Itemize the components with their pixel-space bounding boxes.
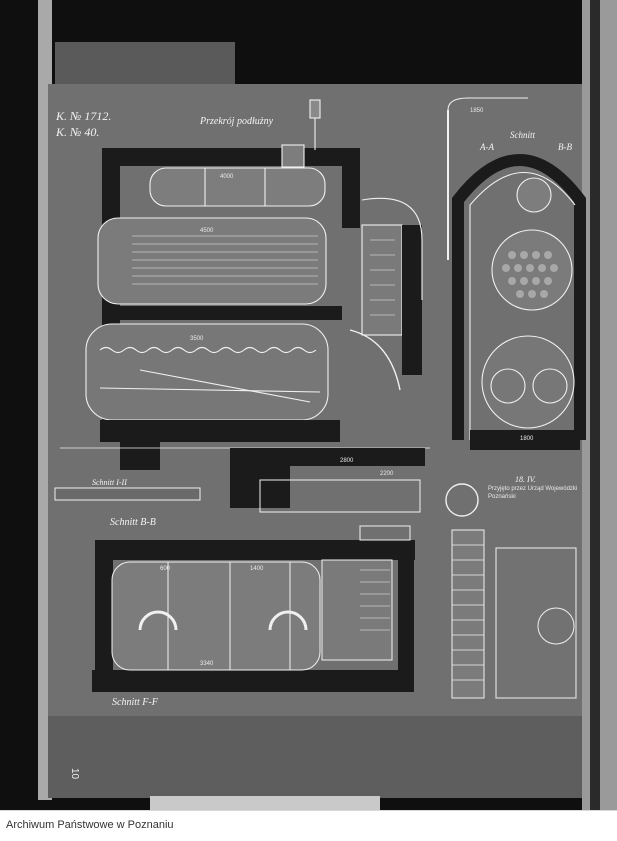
edge-number: 10 <box>69 768 80 780</box>
stamp-sub: Poznański <box>488 494 516 500</box>
stamp-date: 18. IV. <box>515 475 536 484</box>
label-left-mid: Schnitt I-II <box>92 478 127 487</box>
label-schnitt-top: Schnitt <box>510 130 535 140</box>
drawing-title: Przekrój podłużny <box>199 116 274 127</box>
side-elevation <box>445 483 577 699</box>
section-ff <box>92 525 415 692</box>
archive-footer: Archiwum Państwowe w Poznaniu <box>0 810 617 841</box>
cross-section-aa <box>447 97 586 450</box>
label-section-bb: B-B <box>558 142 572 152</box>
dim-label: 1850 <box>470 108 484 114</box>
stamp-text: Przyjęto przez Urząd Wojewódzki <box>488 486 577 492</box>
drawing-ref-1: K. № 1712. <box>55 109 111 123</box>
dim-label: 1400 <box>250 566 264 572</box>
label-schnitt-bottom: Schnitt F-F <box>112 697 159 708</box>
section-bb <box>54 448 425 513</box>
drawing-ref-2: K. № 40. <box>55 125 99 139</box>
dim-label: 4500 <box>200 228 214 234</box>
blueprint-scan: K. № 1712. K. № 40. Przekrój podłużny A-… <box>0 0 617 810</box>
tape-strip <box>55 42 235 84</box>
dim-label: 1800 <box>520 436 534 442</box>
table-surface <box>48 716 582 798</box>
dim-label: 3340 <box>200 661 214 667</box>
label-section-aa: A-A <box>479 142 494 152</box>
dim-label: 4000 <box>220 174 234 180</box>
official-stamp-seal <box>445 483 479 517</box>
dim-label: 3500 <box>190 336 204 342</box>
label-schnitt-mid: Schnitt B-B <box>110 517 156 528</box>
longitudinal-section <box>60 99 430 470</box>
dim-label: 2800 <box>340 458 354 464</box>
dim-label: 600 <box>160 566 171 572</box>
archive-name: Archiwum Państwowe w Poznaniu <box>6 819 174 831</box>
dim-label: 2200 <box>380 471 394 477</box>
